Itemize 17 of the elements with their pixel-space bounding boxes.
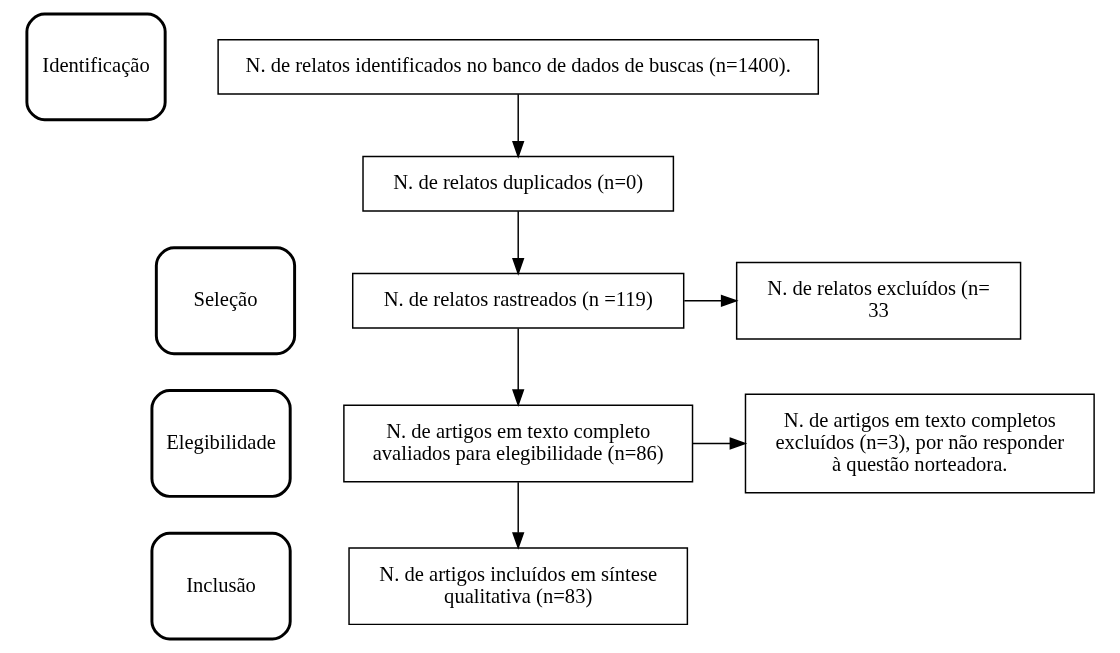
arrow: [511, 93, 524, 159]
node-box: N. de relatos rastreados (n =119): [351, 272, 684, 329]
arrow: [511, 481, 524, 550]
arrow: [511, 210, 524, 276]
node-box: Identificação: [24, 12, 167, 122]
arrow: [511, 327, 524, 407]
node-box: Elegibilidade: [149, 389, 292, 498]
node-box: Inclusão: [149, 531, 292, 641]
node-box: N. de relatos identificados no banco de dados de buscas (n=1400).: [216, 38, 819, 95]
arrow: [691, 437, 747, 450]
node-box: N. de artigos incluídos em síntese qualitativa (n=83): [347, 547, 688, 626]
node-box: Seleção: [154, 246, 296, 356]
node-box: N. de relatos duplicados (n=0): [361, 155, 674, 212]
node-box: N. de artigos em texto completos excluídos (n=3), por não responder à questão norteadora.: [744, 393, 1095, 494]
arrow: [683, 294, 739, 307]
node-box: N. de relatos excluídos (n= 33: [735, 261, 1021, 340]
node-box: N. de artigos em texto completo avaliados para elegibilidade (n=86): [342, 404, 693, 483]
